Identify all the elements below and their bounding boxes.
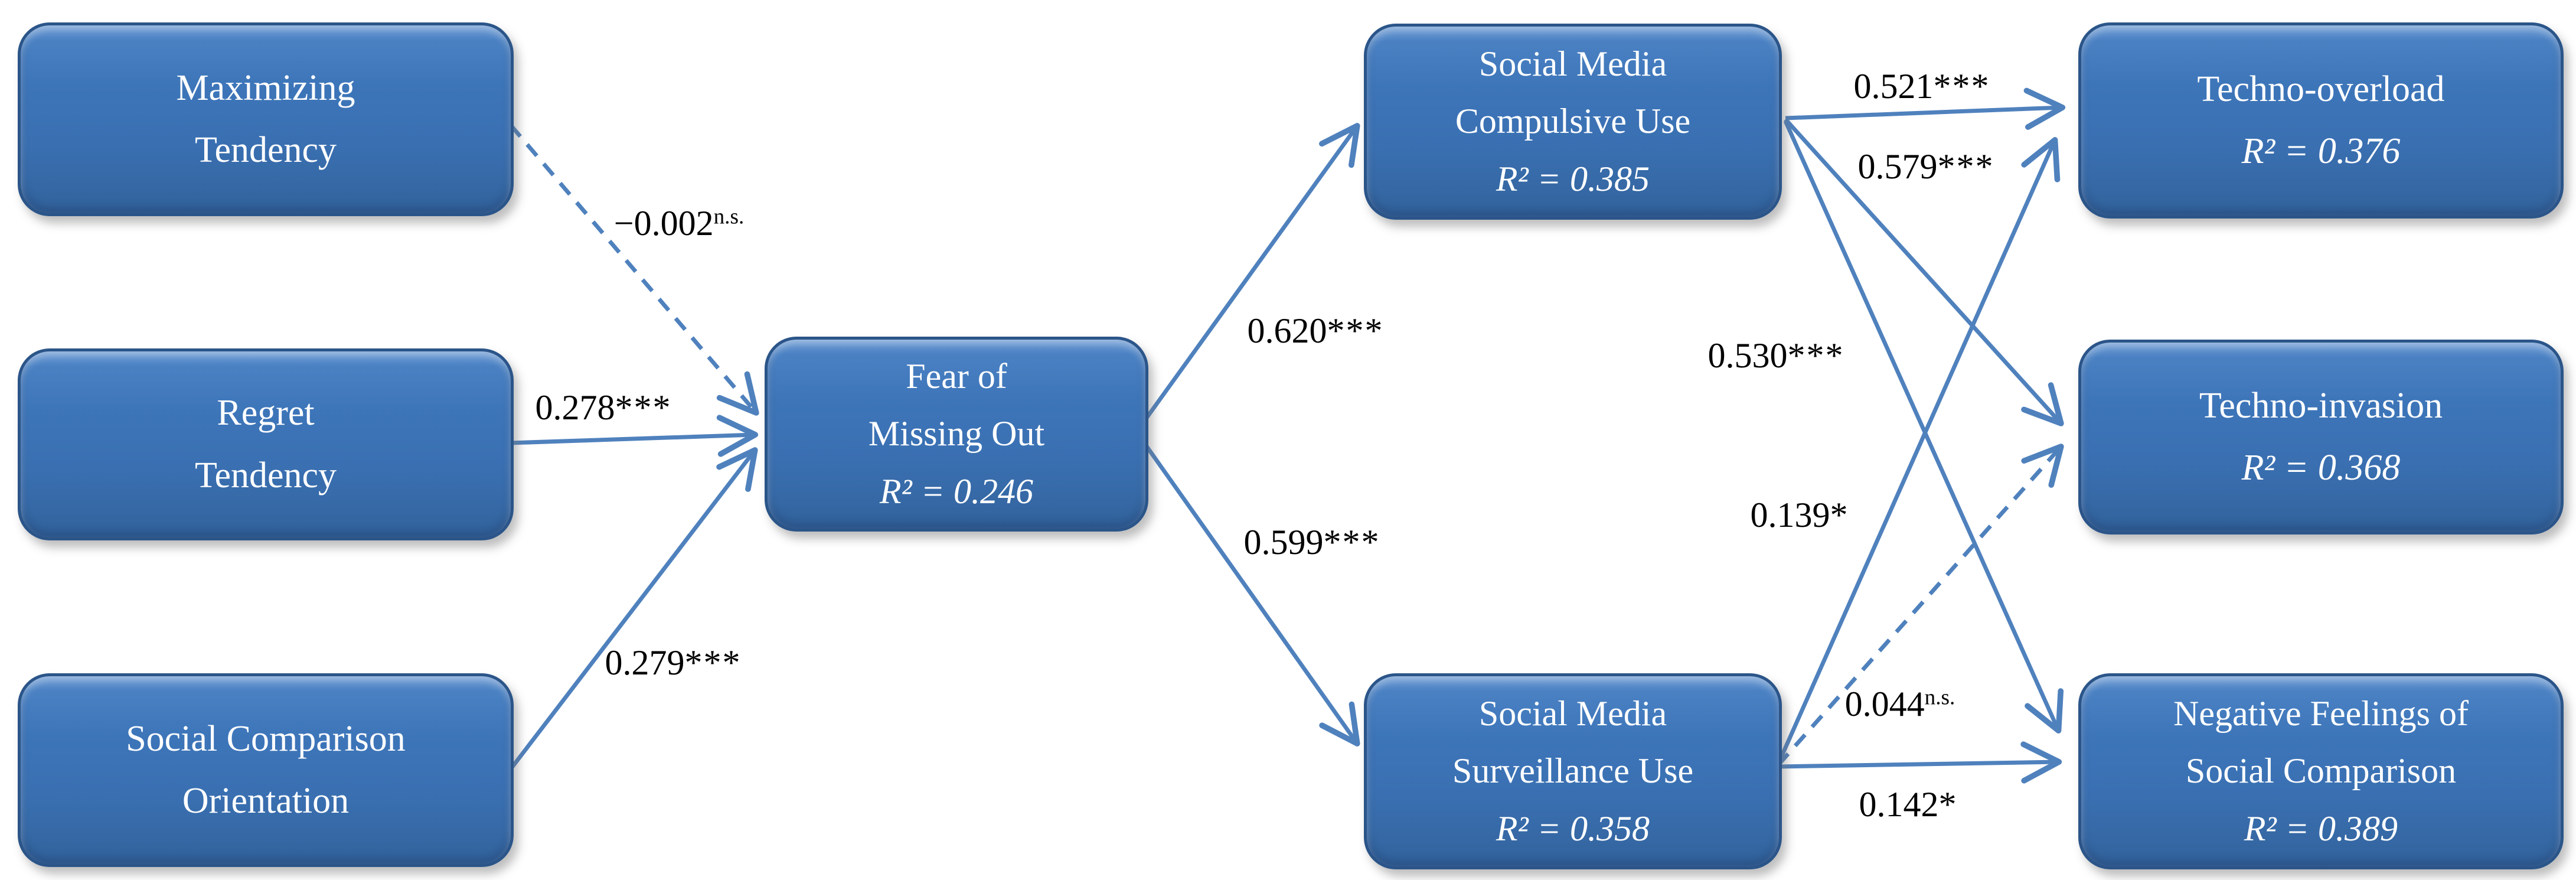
path-coefficient: 0.620	[1247, 311, 1327, 350]
path-coefficient: 0.142	[1859, 785, 1939, 824]
arrow-fomo-to-smcu	[1142, 123, 1360, 423]
path-label-smsu-techno-invasion: 0.044n.s.	[1845, 686, 1955, 722]
node-label-line: Orientation	[182, 781, 350, 821]
significance-marker: ***	[1937, 147, 1994, 186]
node-label-line: Social Media	[1478, 44, 1667, 84]
node-label-line: Social Media	[1478, 694, 1667, 734]
arrow-smcu-to-negative-feelings	[1783, 120, 2064, 734]
path-label-maximizing-fomo: −0.002n.s.	[614, 206, 745, 241]
arrow-fomo-to-smsu	[1142, 441, 1360, 747]
arrow-smsu-to-techno-invasion	[1777, 444, 2064, 767]
node-social-media-compulsive-use: Social Media Compulsive Use R² = 0.385	[1364, 24, 1782, 220]
node-r-squared: R² = 0.385	[1496, 159, 1650, 198]
path-label-social-comparison-fomo: 0.279***	[605, 645, 742, 680]
significance-marker: *	[1938, 785, 1958, 824]
node-fear-of-missing-out: Fear of Missing Out R² = 0.246	[765, 337, 1148, 532]
significance-marker: n.s.	[1924, 685, 1955, 710]
significance-marker: ***	[1327, 311, 1384, 350]
arrow-smcu-to-techno-overload	[1785, 87, 2066, 130]
node-social-comparison-orientation: Social Comparison Orientation	[18, 673, 514, 867]
path-coefficient: 0.044	[1844, 685, 1925, 723]
node-label-line: Techno-overload	[2197, 69, 2445, 109]
node-label-line: Maximizing	[176, 67, 355, 108]
path-label-smsu-negative-feelings: 0.142*	[1859, 787, 1958, 822]
path-label-fomo-smcu: 0.620***	[1248, 313, 1384, 348]
path-coefficient: −0.002	[613, 204, 714, 243]
node-label-line: Fear of	[906, 357, 1007, 396]
node-label-line: Negative Feelings of	[2173, 694, 2469, 734]
arrow-smsu-to-techno-overload	[1776, 137, 2061, 765]
node-r-squared: R² = 0.246	[879, 471, 1034, 511]
node-social-media-surveillance-use: Social Media Surveillance Use R² = 0.358	[1364, 673, 1782, 869]
path-coefficient: 0.521	[1853, 67, 1934, 106]
path-coefficient: 0.579	[1857, 147, 1938, 186]
arrow-regret-to-fomo	[510, 415, 759, 457]
node-label-line: Tendency	[194, 455, 337, 496]
node-negative-feelings-of-social-comparison: Negative Feelings of Social Comparison R…	[2078, 673, 2564, 869]
path-label-smcu-techno-overload: 0.521***	[1854, 69, 1990, 104]
node-techno-overload: Techno-overload R² = 0.376	[2078, 22, 2564, 219]
path-label-regret-fomo: 0.278***	[536, 390, 672, 425]
significance-marker: ***	[615, 388, 672, 427]
node-r-squared: R² = 0.358	[1496, 809, 1650, 848]
path-coefficient: 0.530	[1707, 336, 1788, 375]
node-label-line: Tendency	[194, 130, 337, 170]
path-label-smsu-techno-overload: 0.579***	[1858, 149, 1994, 184]
node-label-line: Social Comparison	[2185, 751, 2457, 791]
path-label-fomo-smsu: 0.599***	[1244, 524, 1380, 560]
significance-marker: ***	[684, 643, 742, 682]
node-label-line: Techno-invasion	[2199, 385, 2443, 426]
arrow-smsu-to-negative-feelings	[1778, 741, 2062, 784]
significance-marker: ***	[1323, 523, 1380, 562]
significance-marker: n.s.	[713, 204, 745, 229]
node-techno-invasion: Techno-invasion R² = 0.368	[2078, 340, 2564, 534]
node-regret-tendency: Regret Tendency	[18, 348, 514, 540]
node-maximizing-tendency: Maximizing Tendency	[18, 22, 514, 216]
node-r-squared: R² = 0.368	[2241, 448, 2401, 488]
arrow-smcu-to-techno-invasion	[1784, 118, 2064, 426]
path-label-smcu-negative-feelings: 0.139*	[1751, 497, 1849, 533]
path-label-smcu-techno-invasion: 0.530***	[1708, 338, 1844, 373]
path-coefficient: 0.278	[535, 388, 615, 427]
arrow-social-comparison-to-fomo	[509, 447, 758, 771]
node-label-line: Social Comparison	[126, 718, 406, 759]
significance-marker: ***	[1933, 67, 1990, 106]
node-label-line: Compulsive Use	[1455, 102, 1691, 141]
path-coefficient: 0.139	[1750, 496, 1830, 534]
node-label-line: Regret	[217, 393, 315, 434]
arrow-maximizing-to-fomo	[509, 123, 759, 416]
node-r-squared: R² = 0.376	[2241, 131, 2401, 171]
path-coefficient: 0.279	[605, 643, 685, 682]
path-coefficient: 0.599	[1243, 523, 1324, 562]
node-label-line: Surveillance Use	[1452, 751, 1694, 791]
significance-marker: ***	[1787, 336, 1844, 375]
node-label-line: Missing Out	[868, 414, 1045, 454]
significance-marker: *	[1830, 496, 1849, 534]
node-r-squared: R² = 0.389	[2244, 809, 2398, 848]
